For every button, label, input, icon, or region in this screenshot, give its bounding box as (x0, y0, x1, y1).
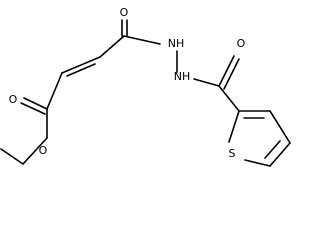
oxygen-ester-label: O (39, 144, 48, 157)
oxygen-left-label: O (9, 93, 18, 106)
nh-lower-label: NH (174, 70, 191, 83)
bond-alkene-second (66, 63, 96, 77)
bond-ester-carbonyl-2 (20, 102, 46, 115)
bond-alkene-to-ester (46, 72, 63, 110)
bond-right-carbonyl-2 (223, 58, 240, 90)
bond-thiophene-s-left (228, 110, 240, 143)
bond-thiophene-bottom-right (269, 142, 291, 167)
oxygen-right-label: O (237, 37, 246, 50)
bond-ester-carbonyl-1 (23, 97, 48, 110)
oxygen-top-label: O (120, 6, 129, 19)
bond-thiophene-right-top (269, 110, 291, 144)
atom-labels-layer: O NH O NH O O S (9, 6, 246, 160)
bonds-layer (0, 19, 291, 167)
bond-ester-oxygen-to-ethyl (22, 137, 48, 165)
bond-carbonyl-to-alkene (99, 35, 125, 58)
molecule-structure-diagram: O NH O NH O O S (0, 6, 291, 167)
nh-upper-label: NH (168, 37, 185, 50)
bond-ethyl-tail (0, 148, 24, 165)
bond-lower-nh-to-carbonyl (193, 78, 220, 87)
bond-thiophene-s-bottom (244, 159, 271, 167)
bond-right-carbonyl-1 (218, 55, 235, 87)
bond-alkene-main (61, 56, 101, 74)
bond-carbonyl-to-nh (123, 35, 161, 45)
sulfur-label: S (229, 147, 236, 160)
bond-carbonyl-to-thiophene (218, 85, 240, 112)
bond-thiophene-bottom-right-double (264, 140, 281, 159)
